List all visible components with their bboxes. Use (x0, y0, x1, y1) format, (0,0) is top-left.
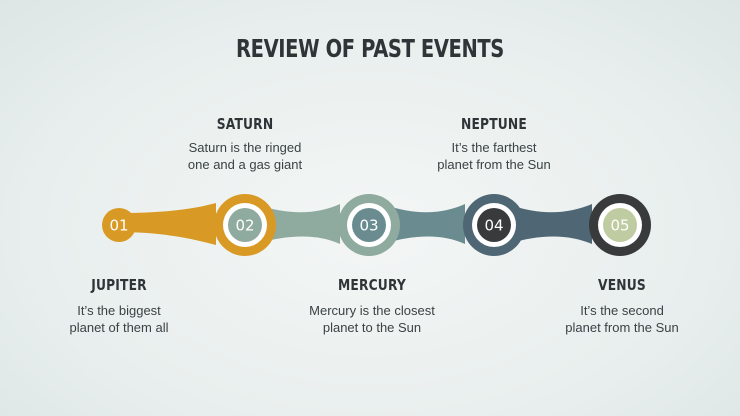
node-01-number: 01 (109, 217, 128, 235)
event-03-desc-line-2: planet to the Sun (322, 320, 422, 335)
node-02-number: 02 (235, 217, 254, 235)
node-02-inner (228, 208, 262, 242)
connector-01-02 (119, 203, 216, 245)
event-03-name: MERCURY (338, 276, 406, 294)
event-05-description: It’s the second planet from the Sun (522, 302, 722, 336)
connector-04-05 (508, 204, 592, 244)
event-05-name: VENUS (598, 276, 646, 294)
event-04-description: It’s the farthest planet from the Sun (394, 139, 594, 173)
connector-02-03 (255, 204, 340, 244)
connector-03-04 (383, 204, 465, 244)
page-title: REVIEW OF PAST EVENTS (236, 34, 504, 63)
event-02-desc-line-1: Saturn is the ringed (188, 140, 302, 155)
event-03-description: Mercury is the closest planet to the Sun (272, 302, 472, 336)
event-01-name: JUPITER (91, 276, 147, 294)
event-04-desc-line-2: planet from the Sun (437, 157, 551, 172)
event-02-description: Saturn is the ringed one and a gas giant (145, 139, 345, 173)
node-03-inner (352, 208, 386, 242)
event-01-description: It’s the biggest planet of them all (19, 302, 219, 336)
event-04-desc-line-1: It’s the farthest (451, 140, 537, 155)
event-05-desc-line-2: planet from the Sun (565, 320, 679, 335)
event-01-desc-line-2: planet of them all (69, 320, 169, 335)
event-04-name: NEPTUNE (461, 115, 527, 133)
event-02-name: SATURN (216, 115, 274, 133)
node-01 (102, 208, 136, 242)
event-03-desc-line-1: Mercury is the closest (309, 303, 435, 318)
node-05-number: 05 (610, 217, 629, 235)
event-01-desc-line-1: It’s the biggest (77, 303, 161, 318)
event-02-desc-line-2: one and a gas giant (187, 157, 303, 172)
event-05-desc-line-1: It’s the second (580, 303, 664, 318)
node-03-number: 03 (359, 217, 378, 235)
node-04-number: 04 (484, 217, 503, 235)
node-04-inner (477, 208, 511, 242)
node-05-inner (603, 208, 637, 242)
